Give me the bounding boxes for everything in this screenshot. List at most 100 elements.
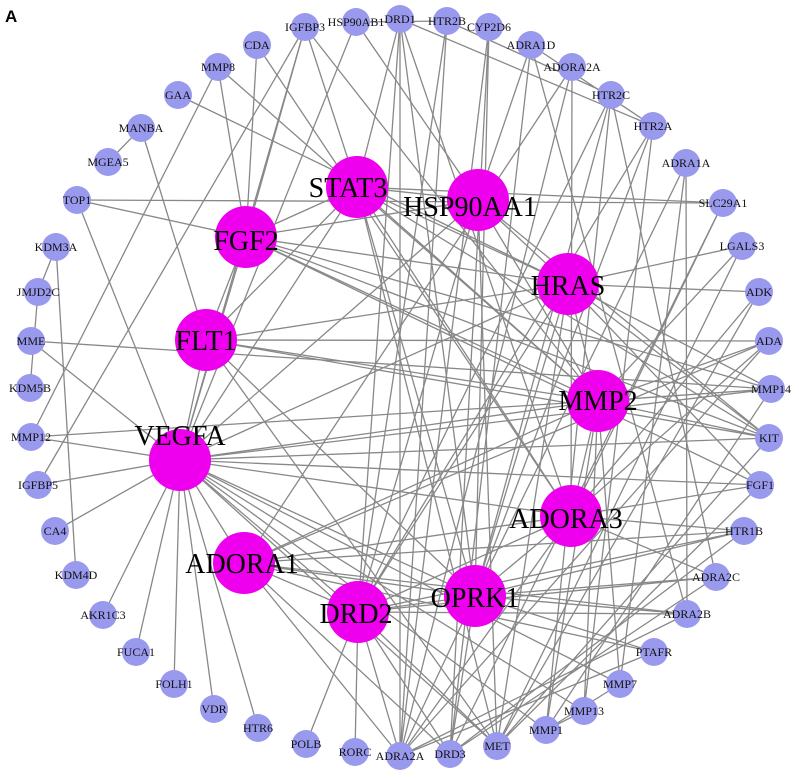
edge-FGF2-MMP14 (245, 236, 772, 390)
leaf-node-POLB[interactable]: POLB (291, 730, 322, 758)
leaf-node-label: KDM4D (55, 568, 98, 582)
leaf-node-FGF1[interactable]: FGF1 (746, 471, 774, 499)
hub-node-OPRK1[interactable]: OPRK1 (431, 565, 520, 627)
leaf-node-HTR2C[interactable]: HTR2C (592, 81, 630, 109)
edge-VEGFA-MMP2 (179, 400, 599, 461)
leaf-node-ADRA2B[interactable]: ADRA2B (663, 600, 711, 628)
edge-VEGFA-HTR6 (179, 459, 259, 729)
leaf-node-CA4[interactable]: CA4 (41, 517, 69, 545)
leaf-node-PTAFR[interactable]: PTAFR (636, 638, 672, 666)
leaf-node-circle (24, 471, 52, 499)
hub-node-circle (326, 156, 388, 218)
edge-VEGFA-DRD2 (179, 459, 359, 613)
leaf-node-ADORA2A[interactable]: ADORA2A (543, 53, 601, 81)
leaf-node-circle (24, 278, 52, 306)
leaf-node-JMJD2C[interactable]: JMJD2C (17, 278, 60, 306)
leaf-node-HTR6[interactable]: HTR6 (243, 714, 273, 742)
edge-ADRA1A-MMP7 (619, 162, 687, 685)
leaf-node-HSP90AB1[interactable]: HSP90AB1 (328, 8, 385, 36)
edge-ADORA1-OPRK1 (243, 562, 476, 597)
edge-ADA-ADRA2A (399, 340, 770, 757)
edge-HRAS-OPRK1 (474, 283, 569, 597)
leaf-node-KDM3A[interactable]: KDM3A (35, 233, 78, 261)
leaf-node-HTR1B[interactable]: HTR1B (725, 517, 763, 545)
leaf-node-circle (89, 601, 117, 629)
edge-FGF2-HSP90AA1 (245, 199, 479, 238)
edge-SLC29A1-DRD3 (449, 202, 724, 755)
leaf-node-circle (570, 697, 598, 725)
leaf-node-MANBA[interactable]: MANBA (119, 114, 164, 142)
edge-ADORA3-DRD1 (399, 18, 572, 517)
leaf-node-MMP12[interactable]: MMP12 (11, 423, 51, 451)
leaf-node-label: ADRA1A (662, 156, 711, 170)
leaf-node-KDM5B[interactable]: KDM5B (9, 374, 51, 402)
leaf-node-MMP14[interactable]: MMP14 (751, 375, 791, 403)
hub-node-STAT3[interactable]: STAT3 (309, 156, 388, 218)
leaf-node-label: IGFBP5 (18, 478, 58, 492)
edge-LGALS3-MET (496, 245, 743, 747)
leaf-node-circle (42, 233, 70, 261)
leaf-node-SLC29A1[interactable]: SLC29A1 (699, 189, 748, 217)
hub-node-circle (444, 565, 506, 627)
leaf-node-circle (558, 53, 586, 81)
hub-node-ADORA3[interactable]: ADORA3 (509, 485, 623, 547)
leaf-node-MMP1[interactable]: MMP1 (529, 716, 563, 744)
leaf-node-IGFBP5[interactable]: IGFBP5 (18, 471, 58, 499)
hub-node-ADORA1[interactable]: ADORA1 (185, 532, 299, 594)
leaf-node-HTR2A[interactable]: HTR2A (634, 112, 673, 140)
leaf-node-label: MMP1 (529, 723, 563, 737)
leaf-node-AKR1C3[interactable]: AKR1C3 (80, 601, 126, 629)
hub-node-VEGFA[interactable]: VEGFA (134, 421, 226, 491)
leaf-node-circle (532, 716, 560, 744)
hub-node-HRAS[interactable]: HRAS (531, 253, 606, 315)
leaf-node-ADK[interactable]: ADK (745, 278, 773, 306)
leaf-node-label: ADORA2A (543, 60, 601, 74)
leaf-node-GAA[interactable]: GAA (164, 81, 192, 109)
edge-HTR2B-ADRA2A (399, 20, 448, 757)
leaf-node-MME[interactable]: MME (17, 327, 46, 355)
leaf-node-MMP8[interactable]: MMP8 (201, 53, 235, 81)
edge-KIT-MET (496, 437, 770, 747)
leaf-node-LGALS3[interactable]: LGALS3 (720, 232, 765, 260)
leaf-node-MMP7[interactable]: MMP7 (603, 670, 637, 698)
leaf-node-circle (386, 5, 414, 33)
leaf-node-HTR2B[interactable]: HTR2B (428, 7, 466, 35)
leaf-node-label: MET (484, 739, 510, 753)
leaf-node-label: MME (17, 334, 46, 348)
edge-ADORA3-ADORA1 (243, 515, 572, 564)
leaf-node-CDA[interactable]: CDA (243, 31, 271, 59)
leaf-node-RORC[interactable]: RORC (339, 738, 372, 766)
leaf-node-ADRA1D[interactable]: ADRA1D (507, 31, 556, 59)
hub-node-DRD2[interactable]: DRD2 (319, 581, 393, 643)
leaf-node-label: HSP90AB1 (328, 15, 385, 29)
leaf-node-KIT[interactable]: KIT (755, 424, 783, 452)
hub-node-FGF2[interactable]: FGF2 (213, 206, 279, 268)
hub-node-label: FLT1 (175, 326, 236, 357)
leaf-node-DRD3[interactable]: DRD3 (434, 740, 466, 768)
leaf-node-MMP13[interactable]: MMP13 (564, 697, 604, 725)
hub-node-FLT1[interactable]: FLT1 (175, 309, 237, 371)
leaf-node-VDR[interactable]: VDR (200, 695, 228, 723)
leaf-node-ADRA2A[interactable]: ADRA2A (376, 742, 425, 770)
leaf-node-KDM4D[interactable]: KDM4D (55, 561, 98, 589)
leaf-node-FUCA1[interactable]: FUCA1 (117, 638, 155, 666)
hub-node-circle (567, 370, 629, 432)
hub-node-MMP2[interactable]: MMP2 (558, 370, 638, 432)
leaf-node-label: ADK (746, 285, 772, 299)
leaf-node-TOP1[interactable]: TOP1 (63, 186, 91, 214)
leaf-node-ADA[interactable]: ADA (755, 327, 783, 355)
leaf-node-DRD1[interactable]: DRD1 (384, 5, 416, 33)
leaf-node-circle (62, 561, 90, 589)
edge-OPRK1-DRD1 (399, 18, 476, 597)
leaf-node-ADRA2C[interactable]: ADRA2C (692, 563, 740, 591)
leaf-node-label: DRD1 (384, 12, 415, 26)
leaf-node-IGFBP3[interactable]: IGFBP3 (285, 13, 325, 41)
leaf-node-ADRA1A[interactable]: ADRA1A (662, 149, 711, 177)
leaf-node-CYP2D6[interactable]: CYP2D6 (467, 13, 511, 41)
leaf-node-FOLH1[interactable]: FOLH1 (155, 670, 193, 698)
leaf-node-MET[interactable]: MET (483, 732, 511, 760)
leaf-node-MGEA5[interactable]: MGEA5 (87, 148, 129, 176)
hub-node-HSP90AA1[interactable]: HSP90AA1 (403, 169, 537, 231)
